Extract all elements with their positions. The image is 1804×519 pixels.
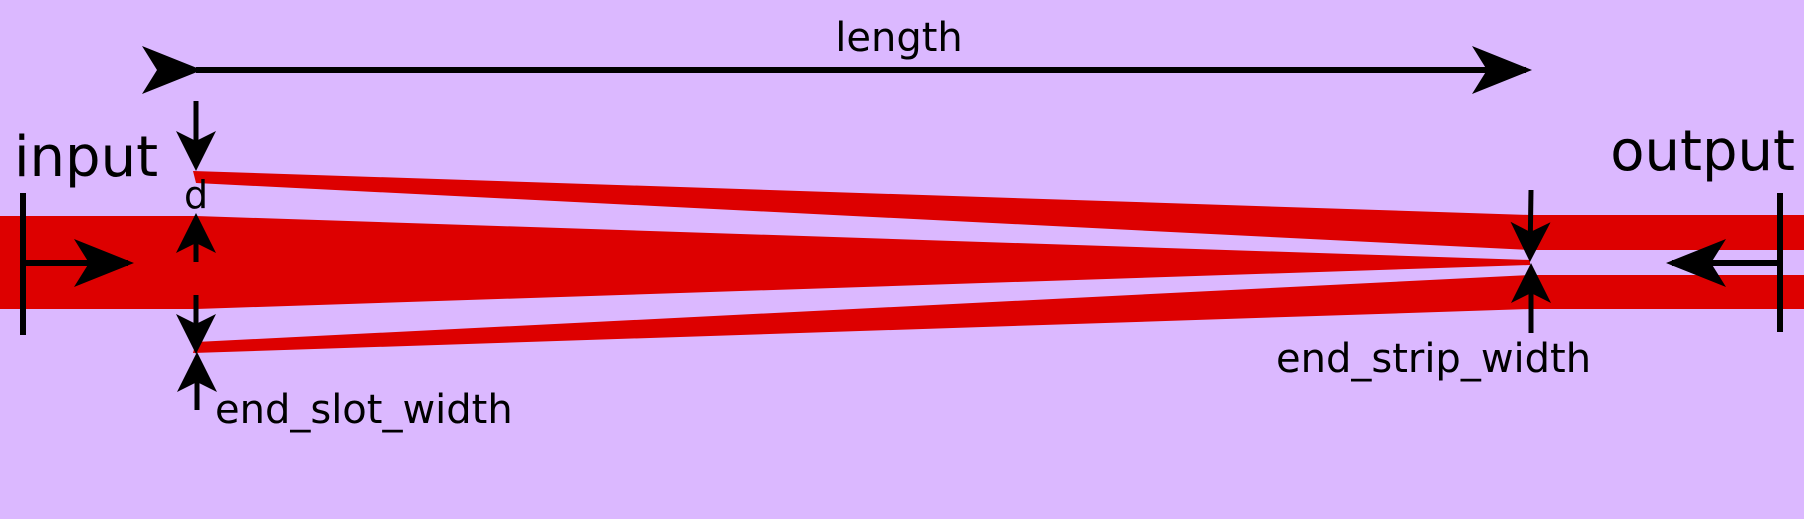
center-taper [196, 216, 1530, 309]
end-slot-width-label: end_slot_width [215, 387, 513, 433]
strip-top-arrow-icon [1510, 189, 1551, 262]
end-strip-width-label: end_strip_width [1276, 336, 1591, 382]
output-label: output [1610, 119, 1795, 184]
output-waveguide-bottom [1530, 275, 1804, 309]
output-waveguide-top [1530, 215, 1804, 250]
input-label: input [14, 125, 158, 190]
d-label: d [184, 173, 208, 217]
lower-strip-taper [193, 275, 1530, 353]
upper-strip-taper [193, 171, 1530, 250]
length-label: length [835, 15, 963, 61]
